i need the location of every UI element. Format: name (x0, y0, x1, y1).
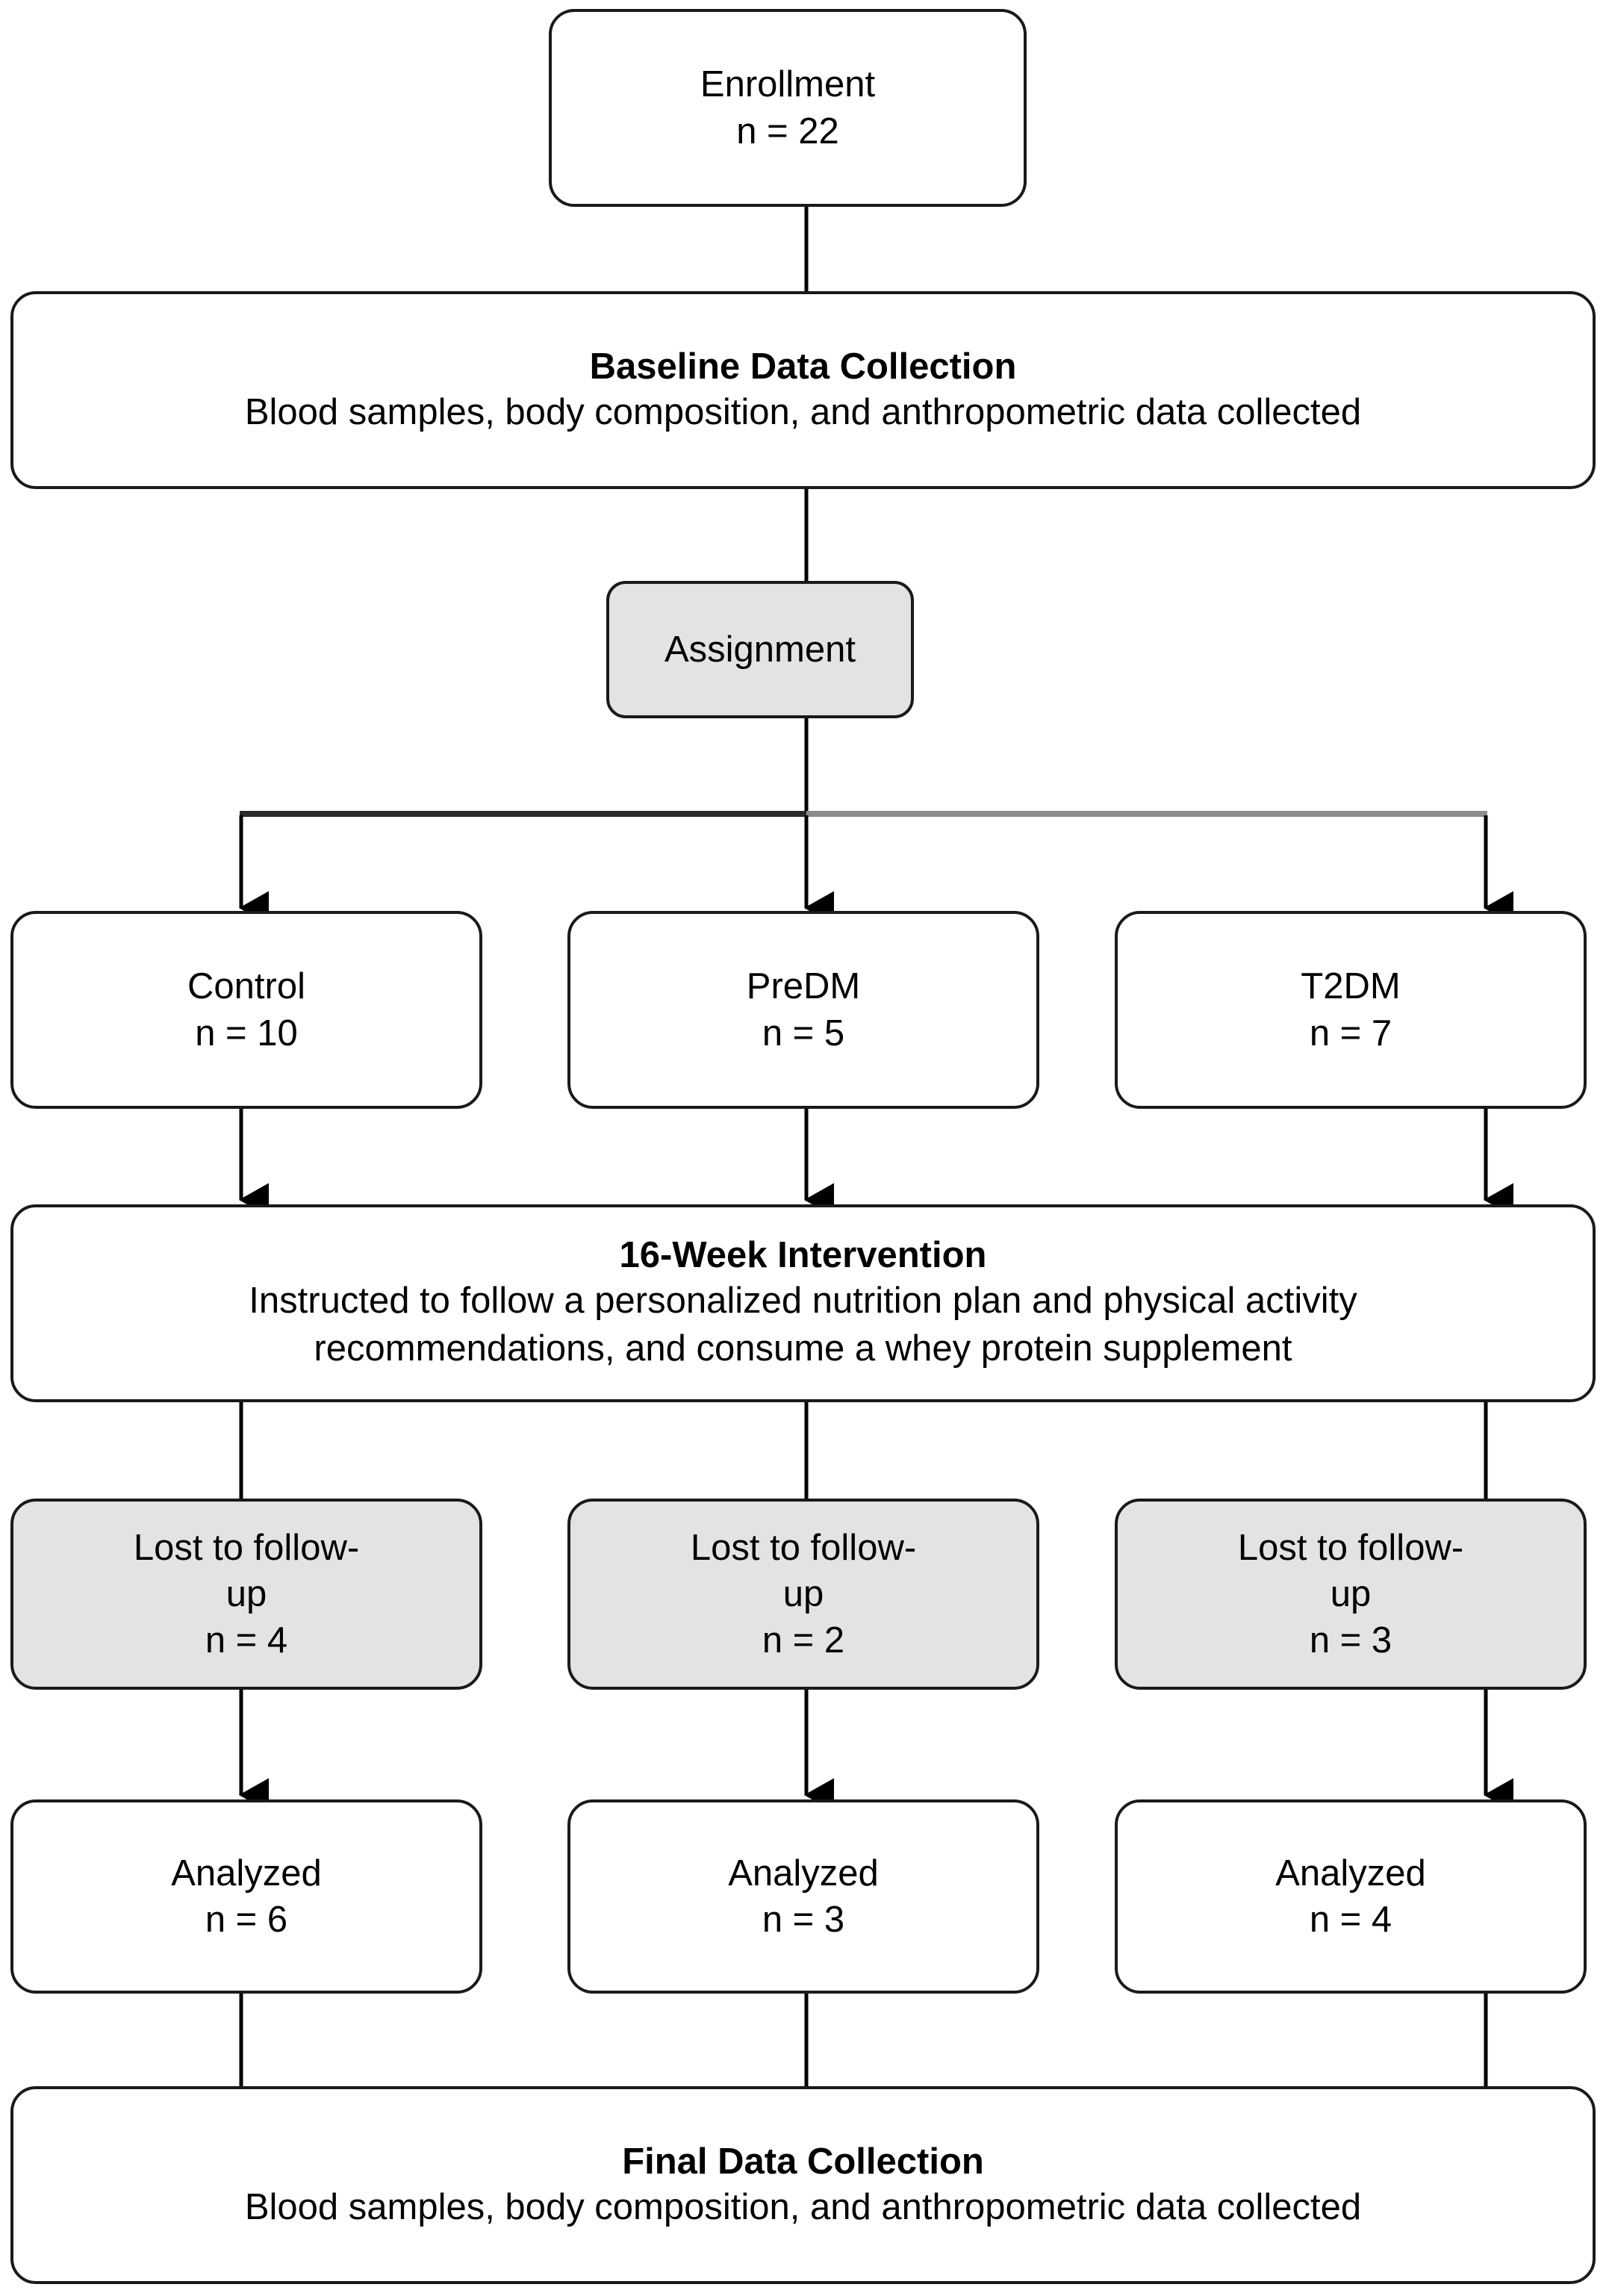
node-assignment[interactable]: Assignment (606, 581, 914, 718)
node-analyzed-predm[interactable]: Analyzed n = 3 (567, 1799, 1039, 1994)
node-analyzed-control[interactable]: Analyzed n = 6 (10, 1799, 482, 1994)
group-t2dm-label: T2DM (1301, 966, 1401, 1007)
analyzed-t2dm-label: Analyzed (1275, 1852, 1426, 1894)
baseline-detail: Blood samples, body composition, and ant… (244, 391, 1362, 432)
group-predm-count: n = 5 (762, 1012, 845, 1054)
analyzed-predm-label: Analyzed (728, 1852, 879, 1894)
node-group-control[interactable]: Control n = 10 (10, 911, 482, 1109)
group-control-label: Control (187, 966, 305, 1007)
assignment-label: Assignment (664, 629, 856, 670)
analyzed-control-label: Analyzed (171, 1852, 322, 1894)
intervention-detail-line2: recommendations, and consume a whey prot… (314, 1328, 1292, 1369)
node-analyzed-t2dm[interactable]: Analyzed n = 4 (1115, 1799, 1587, 1994)
lost-predm-count: n = 2 (762, 1620, 845, 1661)
node-lost-to-followup-control[interactable]: Lost to follow- up n = 4 (10, 1499, 482, 1690)
group-predm-label: PreDM (746, 966, 861, 1007)
analyzed-predm-count: n = 3 (762, 1900, 845, 1940)
lost-t2dm-count: n = 3 (1309, 1620, 1392, 1661)
analyzed-control-count: n = 6 (205, 1900, 288, 1940)
node-enrollment[interactable]: Enrollment n = 22 (549, 9, 1027, 207)
group-t2dm-count: n = 7 (1309, 1012, 1392, 1054)
intervention-detail-line1: Instructed to follow a personalized nutr… (249, 1281, 1357, 1322)
enrollment-count: n = 22 (736, 111, 839, 152)
enrollment-label: Enrollment (700, 64, 876, 105)
lost-control-line2: up (225, 1573, 267, 1614)
node-final-data-collection[interactable]: Final Data Collection Blood samples, bod… (10, 2086, 1596, 2284)
lost-control-count: n = 4 (205, 1620, 288, 1661)
node-group-t2dm[interactable]: T2DM n = 7 (1115, 911, 1587, 1109)
lost-t2dm-line2: up (1330, 1573, 1372, 1614)
lost-control-line1: Lost to follow- (133, 1527, 360, 1568)
lost-predm-line2: up (782, 1573, 824, 1614)
final-title: Final Data Collection (622, 2141, 984, 2182)
node-baseline-data-collection[interactable]: Baseline Data Collection Blood samples, … (10, 291, 1596, 489)
lost-t2dm-line1: Lost to follow- (1237, 1527, 1464, 1568)
baseline-title: Baseline Data Collection (589, 346, 1017, 387)
analyzed-t2dm-count: n = 4 (1309, 1900, 1392, 1940)
final-detail: Blood samples, body composition, and ant… (244, 2186, 1362, 2227)
group-control-count: n = 10 (195, 1012, 298, 1054)
node-16-week-intervention[interactable]: 16-Week Intervention Instructed to follo… (10, 1204, 1596, 1402)
lost-predm-line1: Lost to follow- (690, 1527, 917, 1568)
node-group-predm[interactable]: PreDM n = 5 (567, 911, 1039, 1109)
intervention-title: 16-Week Intervention (619, 1235, 987, 1276)
node-lost-to-followup-predm[interactable]: Lost to follow- up n = 2 (567, 1499, 1039, 1690)
node-lost-to-followup-t2dm[interactable]: Lost to follow- up n = 3 (1115, 1499, 1587, 1690)
